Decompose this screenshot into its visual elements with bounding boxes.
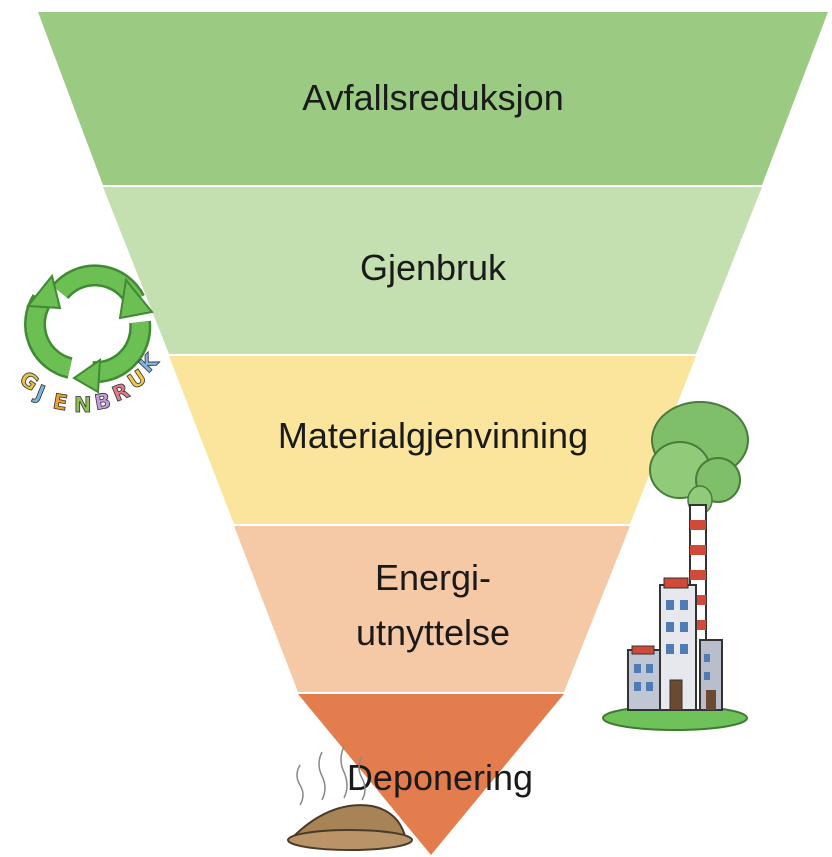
level-2-label: Gjenbruk [360,247,507,288]
svg-text:N: N [74,393,92,417]
level-5-band [298,694,564,855]
level-3-label: Materialgjenvinning [278,415,588,456]
level-5-label: Deponering [347,757,533,798]
level-4-band [234,526,630,692]
svg-text:B: B [93,389,113,415]
level-4-label-line-2: utnyttelse [356,612,510,653]
level-1-band [38,12,828,185]
svg-text:E: E [51,389,69,415]
recycle-icon [24,264,154,394]
level-2-band [103,187,762,354]
level-4-label-line-1: Energi- [375,557,491,598]
pyramid [38,12,828,855]
factory-icon [602,401,749,731]
level-1-label: Avfallsreduksjon [302,77,563,118]
landfill-icon [287,745,413,851]
level-3-band [169,356,696,524]
